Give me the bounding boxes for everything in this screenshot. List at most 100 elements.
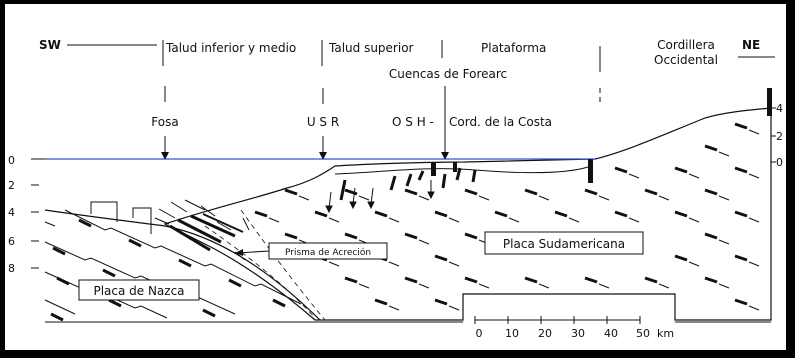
brick-dash xyxy=(464,188,478,196)
brick-tick xyxy=(688,217,700,223)
brick-tick xyxy=(418,239,430,245)
brick-dash xyxy=(374,298,388,306)
brick-tick xyxy=(748,173,760,179)
brick-dash xyxy=(344,232,358,240)
brick-tick xyxy=(718,195,730,201)
brick-tick xyxy=(688,173,700,179)
brick-tick xyxy=(658,283,670,289)
brick-dash xyxy=(464,276,478,284)
brick-dash xyxy=(344,276,358,284)
scale-tick-40: 40 xyxy=(604,327,618,340)
fosa-arrow-head xyxy=(161,152,169,160)
cordillera-label-line1: Cordillera xyxy=(657,38,715,52)
scale-tick-50: 50 xyxy=(636,327,650,340)
brick-dash xyxy=(314,210,328,218)
brick-tick xyxy=(418,283,430,289)
brick-dash xyxy=(524,188,538,196)
sw-label: SW xyxy=(39,38,61,52)
scale-tick-30: 30 xyxy=(571,327,585,340)
nazca-slab-top xyxy=(44,209,321,321)
prisma-pointer-head xyxy=(235,249,243,256)
brick-tick xyxy=(298,195,310,201)
brick-tick xyxy=(748,305,760,311)
brick-dash xyxy=(674,210,688,218)
brick-tick xyxy=(628,173,640,179)
brick-dash xyxy=(674,166,688,174)
osh-label: O S H - xyxy=(392,115,434,129)
diagram-frame: SW Talud inferior y medio Talud superior… xyxy=(5,4,790,354)
osh-arrow-head xyxy=(441,152,449,160)
brick-tick xyxy=(388,305,400,311)
brick-dash xyxy=(644,276,658,284)
depth-tick-4: 4 xyxy=(8,206,15,219)
brick-dash xyxy=(284,232,298,240)
depth-tick-6: 6 xyxy=(8,235,15,248)
brick-tick xyxy=(478,283,490,289)
brick-dash xyxy=(614,166,628,174)
cord-costa-label: Cord. de la Costa xyxy=(449,115,552,129)
brick-tick xyxy=(448,261,460,267)
sudamericana-label-box xyxy=(484,231,644,255)
scale-tick-10: 10 xyxy=(505,327,519,340)
brick-dash xyxy=(704,276,718,284)
zone-talud-inferior: Talud inferior y medio xyxy=(165,41,296,55)
brick-tick xyxy=(568,217,580,223)
subduction-cross-section: SW Talud inferior y medio Talud superior… xyxy=(8,38,783,340)
brick-dash xyxy=(434,298,448,306)
brick-tick xyxy=(538,283,550,289)
brick-dash xyxy=(434,210,448,218)
brick-tick xyxy=(358,195,370,201)
brick-dash xyxy=(464,232,478,240)
brick-dash xyxy=(434,254,448,262)
brick-tick xyxy=(388,217,400,223)
forearc-basin-floor xyxy=(334,166,589,175)
backstop-dashed xyxy=(240,209,326,321)
brick-tick xyxy=(748,217,760,223)
accretionary-prism-faults xyxy=(169,213,244,252)
brick-tick xyxy=(478,195,490,201)
cordillera-label-line2: Occidental xyxy=(654,53,718,67)
upper-slope-faults xyxy=(339,167,477,201)
brick-tick xyxy=(688,261,700,267)
brick-tick xyxy=(448,305,460,311)
scale-unit: km xyxy=(657,327,674,340)
brick-dash xyxy=(734,210,748,218)
brick-tick xyxy=(718,151,730,157)
brick-tick xyxy=(718,239,730,245)
sudamericana-label: Placa Sudamericana xyxy=(503,237,625,251)
nazca-plate-dashes xyxy=(50,218,286,322)
brick-dash xyxy=(614,210,628,218)
brick-tick xyxy=(718,283,730,289)
depth-tick-8: 8 xyxy=(8,262,15,275)
scale-tick-0: 0 xyxy=(476,327,483,340)
brick-dash xyxy=(254,210,268,218)
scale-tick-20: 20 xyxy=(538,327,552,340)
brick-dash xyxy=(374,210,388,218)
depth-tick-2: 2 xyxy=(8,179,15,192)
brick-dash xyxy=(404,276,418,284)
brick-dash xyxy=(704,188,718,196)
height-axis-bar xyxy=(767,88,772,116)
brick-tick xyxy=(388,261,400,267)
trench-bump-2 xyxy=(132,207,152,234)
brick-dash xyxy=(524,276,538,284)
prism-motion-arrows xyxy=(154,199,250,261)
brick-tick xyxy=(328,261,340,267)
brick-dash xyxy=(734,298,748,306)
osh-marker-2 xyxy=(453,162,457,172)
brick-dash xyxy=(644,188,658,196)
usr-label: U S R xyxy=(307,115,339,129)
brick-dash xyxy=(734,122,748,130)
brick-tick xyxy=(418,195,430,201)
brick-dash xyxy=(704,232,718,240)
brick-tick xyxy=(358,283,370,289)
brick-tick xyxy=(448,217,460,223)
brick-tick xyxy=(748,129,760,135)
brick-dash xyxy=(494,210,508,218)
brick-tick xyxy=(658,195,670,201)
brick-tick xyxy=(268,217,280,223)
brick-dash xyxy=(704,144,718,152)
brick-tick xyxy=(328,217,340,223)
brick-dash xyxy=(674,254,688,262)
brick-dash xyxy=(584,188,598,196)
